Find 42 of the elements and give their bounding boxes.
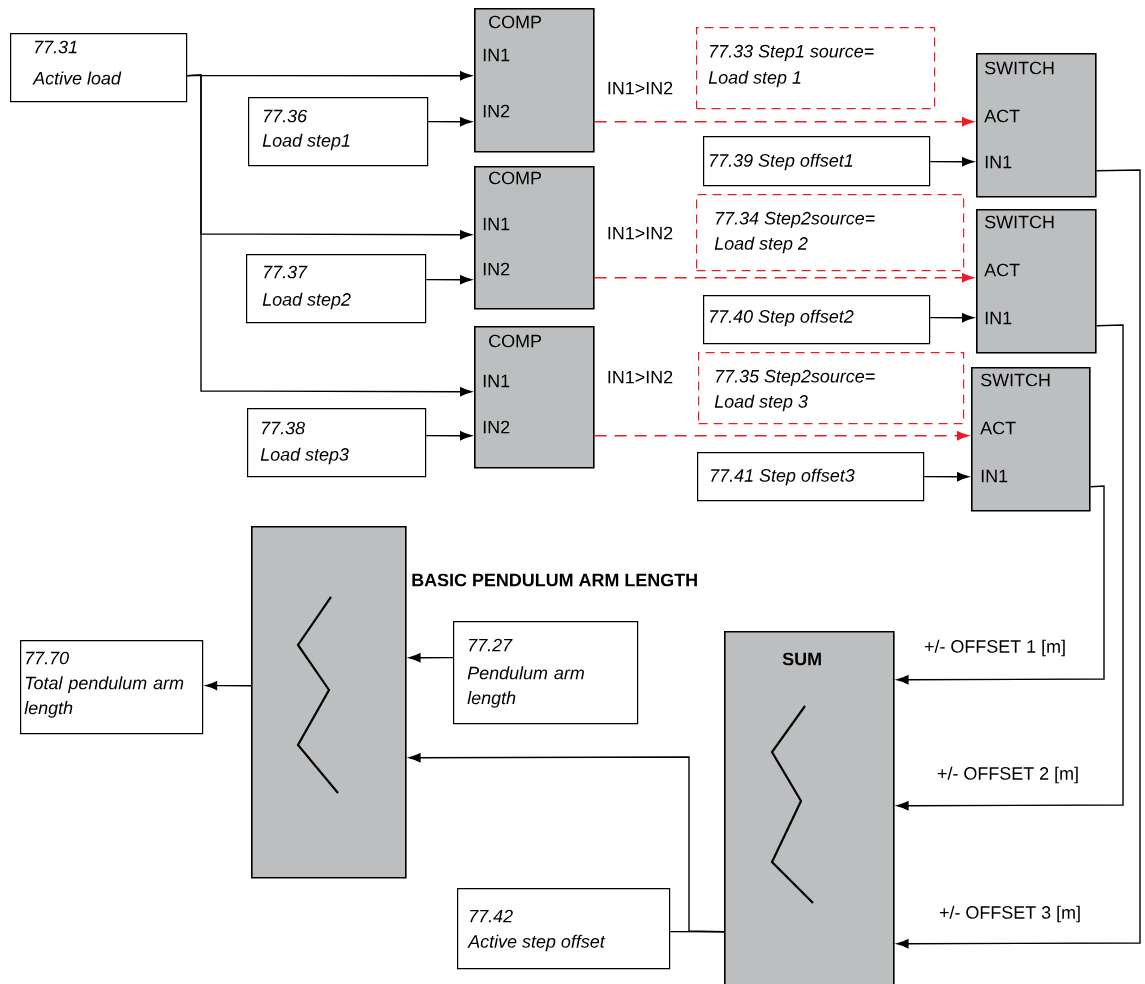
comparator-block: COMP IN1 IN2 [474,326,595,469]
edge-label: IN1>IN2 [605,80,675,96]
edge-label: IN1>IN2 [605,369,675,385]
arrow [186,74,472,397]
arrow [896,169,1141,949]
note-box: 77.34 Step2source= Load step 2 [696,194,965,272]
arrow [593,431,969,441]
parameter-box: 77.36 Load step1 [248,97,429,167]
sum-block: SUM [724,631,895,984]
arrow [593,273,974,283]
comparator-block: COMP IN1 IN2 [474,166,595,310]
arrow [896,485,1105,685]
parameter-box: 77.41 Step offset3 [697,452,925,502]
parameter-box: 77.31 Active load [10,33,188,103]
parameter-box: 77.37 Load step2 [246,254,427,324]
comparator-block: COMP IN1 IN2 [474,8,595,153]
arrow [425,431,472,441]
arrow [425,275,472,285]
edge-label: +/- OFFSET 3 [m] [938,904,1082,924]
parameter-box: 77.70 Total pendulum arm length [20,640,204,735]
arrow [923,472,969,482]
parameter-box: 77.27 Pendulum arm length [453,621,639,725]
parameter-box: 77.40 Step offset2 [703,295,931,345]
arrow [427,117,472,127]
arrow [896,324,1124,811]
arrow [929,157,974,167]
note-box: 77.33 Step1 source= Load step 1 [696,27,936,110]
edge-label: +/- OFFSET 1 [m] [923,638,1067,658]
switch-block: SWITCH ACT IN1 [971,367,1091,512]
switch-block: SWITCH ACT IN1 [976,209,1097,354]
parameter-box: 77.38 Load step3 [247,408,427,478]
node-label: BASIC PENDULUM ARM LENGTH [412,573,697,587]
edge-label: +/- OFFSET 2 [m] [936,765,1080,785]
arrow [929,313,974,323]
arrow [408,653,454,663]
parameter-box: 77.42 Active step offset [457,888,671,970]
arrow [205,681,252,691]
switch-block: SWITCH ACT IN1 [976,53,1097,198]
edge-label: IN1>IN2 [605,225,675,241]
parameter-box: 77.39 Step offset1 [703,136,931,187]
arrow [593,117,974,127]
note-box: 77.35 Step2source= Load step 3 [698,352,965,425]
